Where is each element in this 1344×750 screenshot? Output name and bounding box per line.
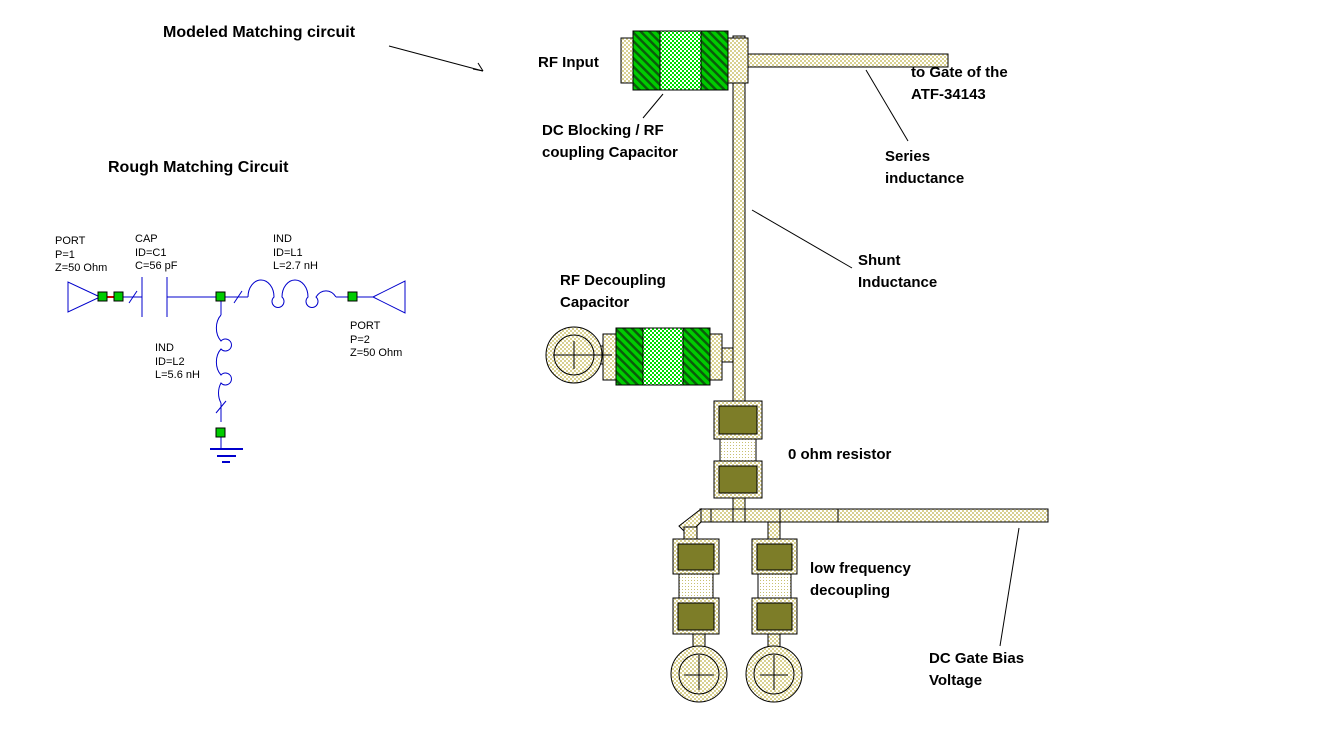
label-dc-gate-bias: DC Gate Bias Voltage [929,650,1025,689]
pcb-layout [545,30,1049,703]
label-low-freq: low frequency decoupling [810,560,911,599]
wire-tick [215,400,227,414]
pad-metal [756,543,793,571]
stub [767,521,781,541]
label-dc-blocking: DC Blocking / RF coupling Capacitor [542,122,678,161]
wire-tick [128,290,138,304]
cap-body [659,30,702,91]
schematic-port1-label: PORT P=1 Z=50 Ohm [55,235,108,274]
cap-terminal [632,30,661,91]
rough-schematic [67,277,406,463]
node-squares [97,291,358,438]
pad-metal [718,405,758,435]
ground-via-icon [545,326,612,384]
ind-l2-symbol [215,314,232,404]
node-square [347,291,358,302]
pcb-bias-trace [699,508,1049,523]
ground-symbol [210,448,243,463]
label-rf-decoupling: RF Decoupling Capacitor [560,272,666,311]
dc-blocking-capacitor [620,30,749,91]
cap-body [757,573,792,599]
pad-metal [718,465,758,494]
cap-body [678,573,714,599]
schematic-ind1-label: IND ID=L1 L=2.7 nH [273,233,318,272]
pad-metal [756,602,793,631]
node-square [113,291,124,302]
node-square [97,291,108,302]
decoupling-capacitor-2 [745,538,803,703]
node-square [215,427,226,438]
schematic-port2-label: PORT P=2 Z=50 Ohm [350,320,403,359]
label-rf-input: RF Input [538,54,599,71]
pad [709,333,723,381]
stub [683,526,698,540]
label-shunt-inductance: Shunt Inductance [858,252,938,291]
cap-c1-symbol [141,277,168,317]
label-series-inductance: Series inductance [885,148,965,187]
cap-body [642,327,684,386]
annotation-lines [388,45,1020,647]
schematic-ind2-label: IND ID=L2 L=5.6 nH [155,342,200,381]
ind-l1-symbol [247,279,337,308]
label-zero-ohm: 0 ohm resistor [788,446,892,463]
leader-line-shunt-inductance [751,209,853,269]
cap-terminal [615,327,644,386]
rf-decoupling-capacitor [545,326,734,386]
ground-via-icon [745,645,803,703]
leader-line-series-inductance [865,69,909,142]
stub [721,347,734,363]
port2-symbol [371,280,406,314]
zero-ohm-resistor [713,400,763,499]
cap-terminal [700,30,729,91]
resistor-body [719,438,757,463]
pad-metal [677,543,715,571]
bias-trace-segments [710,509,839,522]
title-modeled-matching: Modeled Matching circuit [163,24,356,41]
port1-symbol [67,281,102,313]
leader-line-dc-gate-bias [999,527,1020,647]
annotation-arrow [388,45,484,72]
title-rough-matching: Rough Matching Circuit [108,159,289,176]
node-square [215,291,226,302]
decoupling-capacitor-1 [670,538,728,703]
schematic-cap-label: CAP ID=C1 C=56 pF [135,233,178,272]
leader-line-dc-blocking [642,93,664,119]
ground-via-icon [670,645,728,703]
label-to-gate: to Gate of the ATF-34143 [911,64,1008,103]
pad-metal [677,602,715,631]
cap-terminal [682,327,711,386]
